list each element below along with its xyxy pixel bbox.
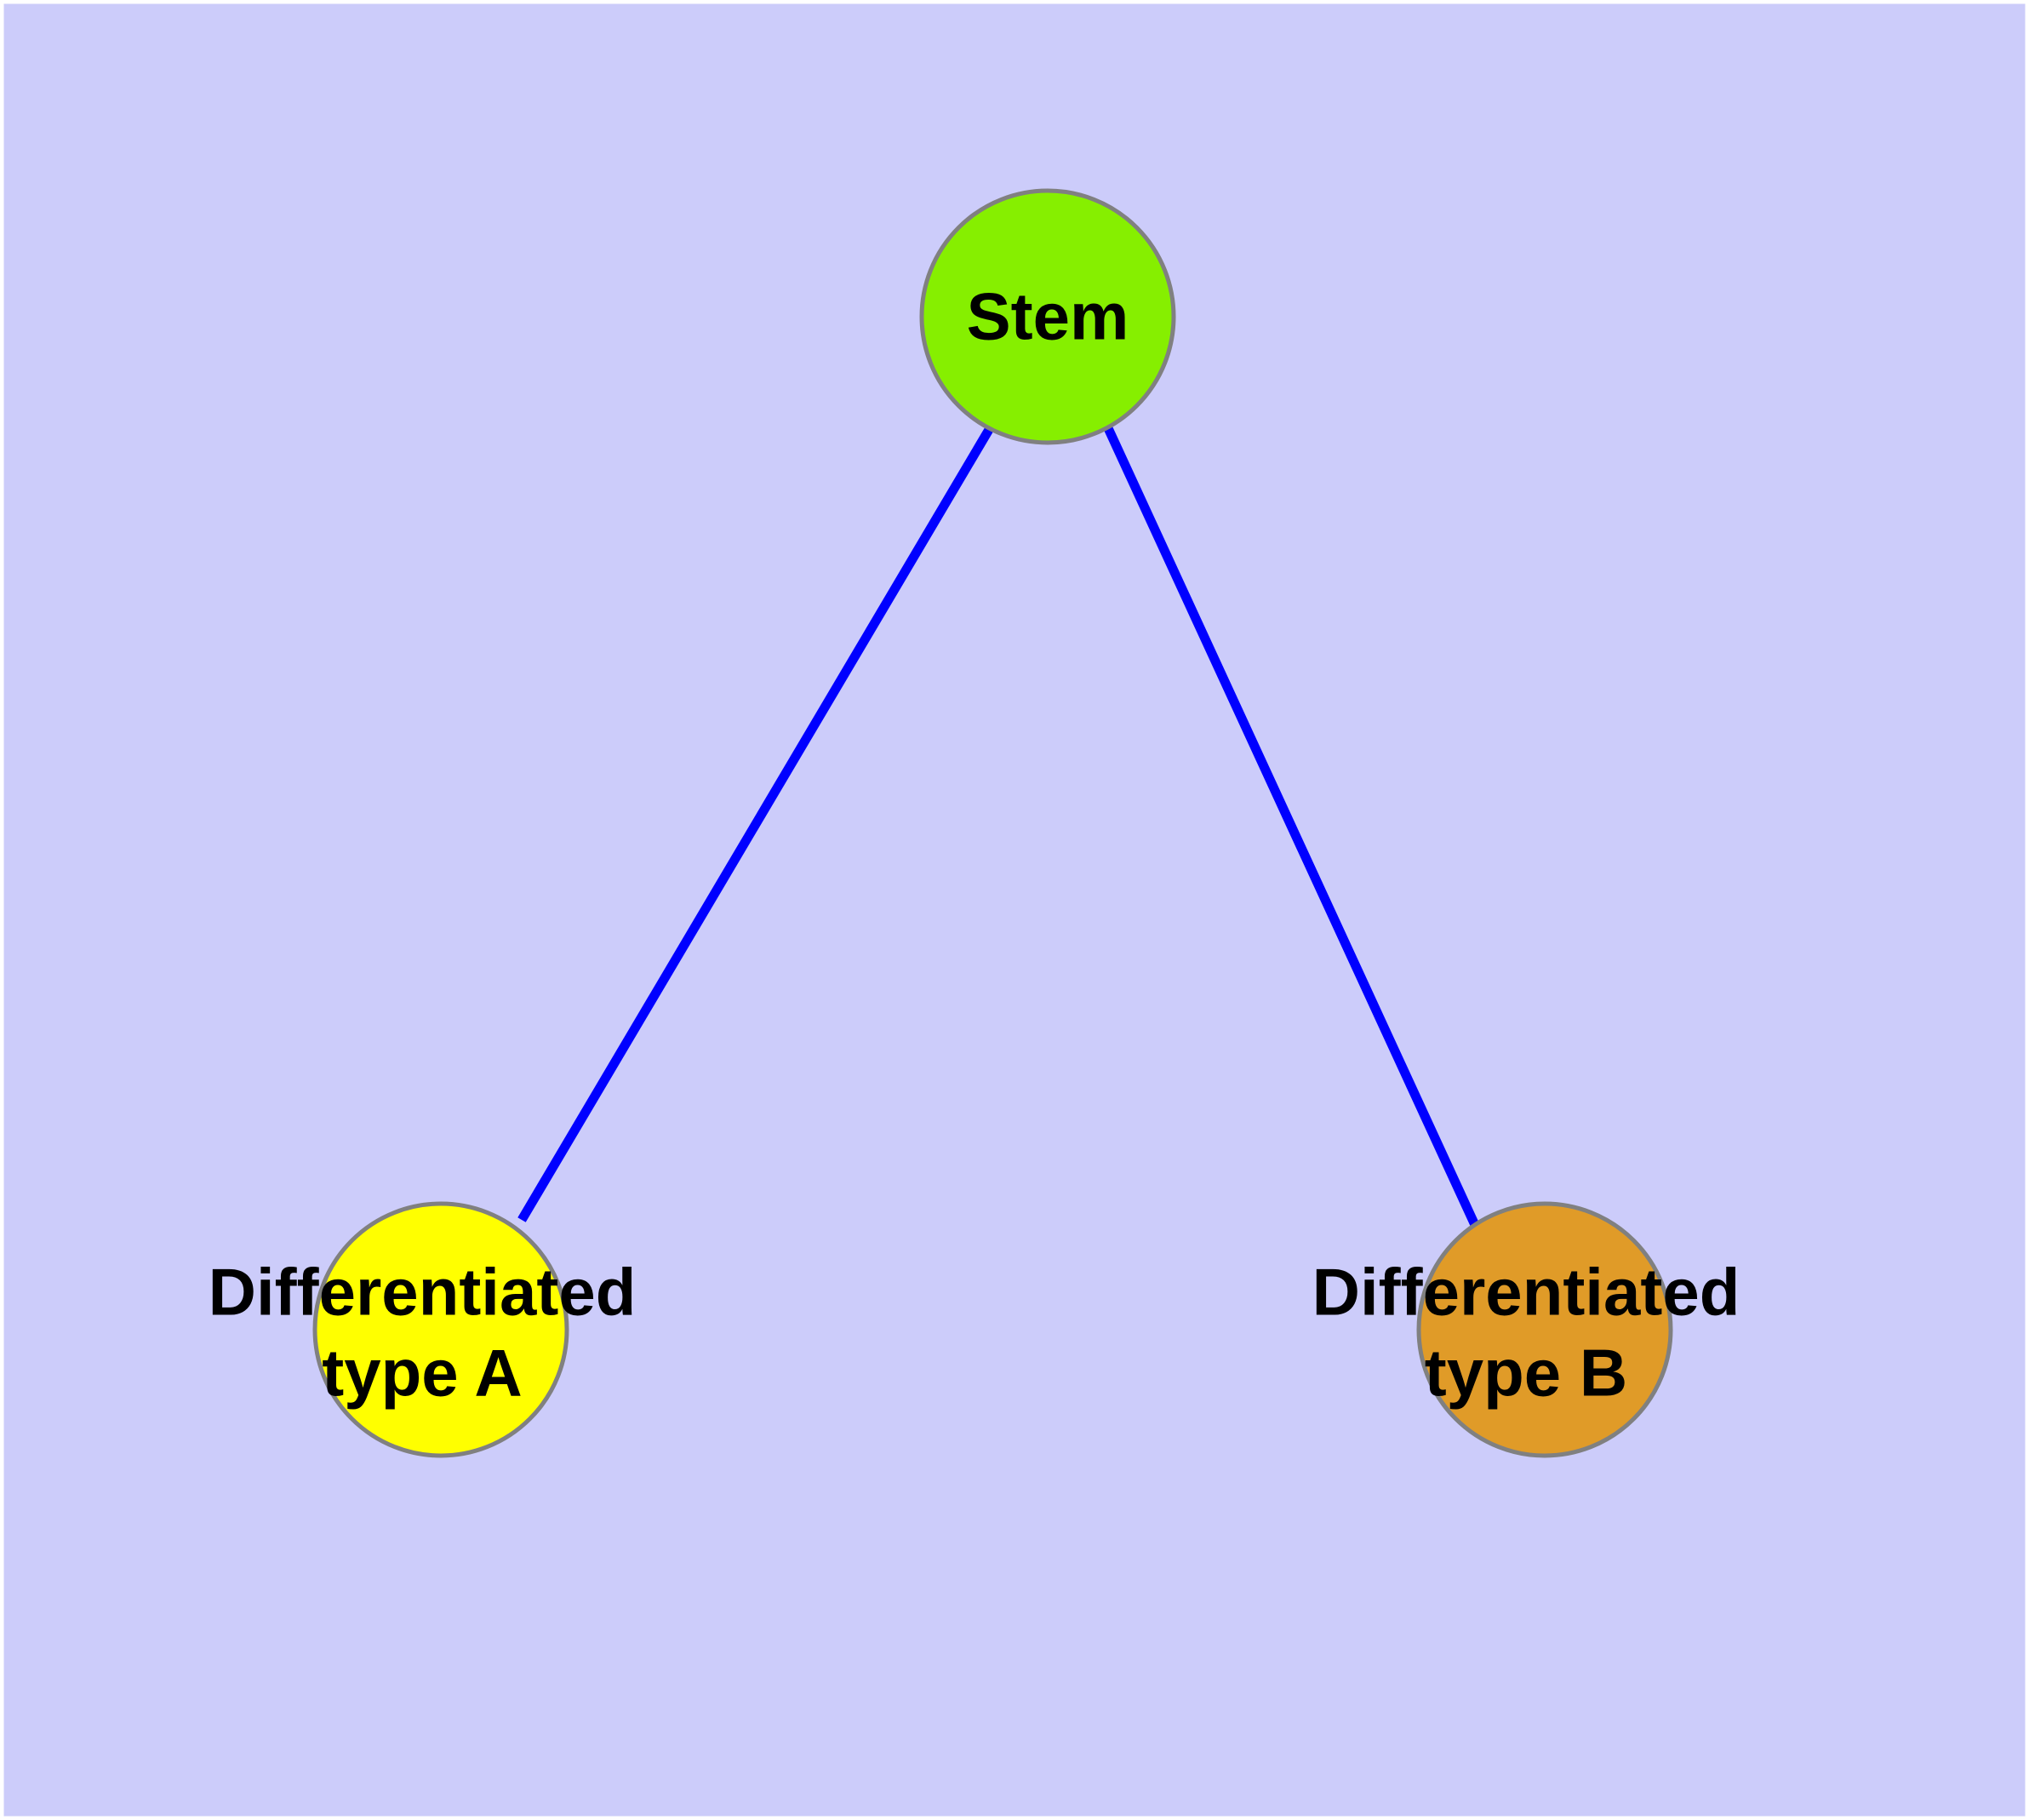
node-differentiated-type-a[interactable] bbox=[312, 1201, 569, 1458]
node-label-differentiated-type-a-line1: Differentiated bbox=[209, 1255, 637, 1330]
node-circle-stem[interactable] bbox=[919, 188, 1176, 445]
node-stem[interactable] bbox=[919, 188, 1176, 445]
node-differentiated-type-b[interactable] bbox=[1416, 1201, 1673, 1458]
node-circle-differentiated-type-a[interactable] bbox=[312, 1201, 569, 1458]
node-circle-differentiated-type-b[interactable] bbox=[1416, 1201, 1673, 1458]
labels-layer: Stem Differentiated type A Differentiate… bbox=[209, 279, 1740, 1411]
edges-layer bbox=[517, 426, 1479, 1228]
node-label-differentiated-type-b-line1: Differentiated bbox=[1312, 1255, 1740, 1330]
node-label-differentiated-type-a-line2: type A bbox=[322, 1336, 523, 1411]
nodes-layer bbox=[312, 188, 1673, 1458]
node-label-stem: Stem bbox=[967, 279, 1129, 354]
edge-stem-to-differentiated-type-a[interactable] bbox=[517, 426, 994, 1222]
node-label-differentiated-type-b-line2: type B bbox=[1425, 1336, 1627, 1411]
edge-stem-to-differentiated-type-b[interactable] bbox=[1104, 426, 1479, 1228]
